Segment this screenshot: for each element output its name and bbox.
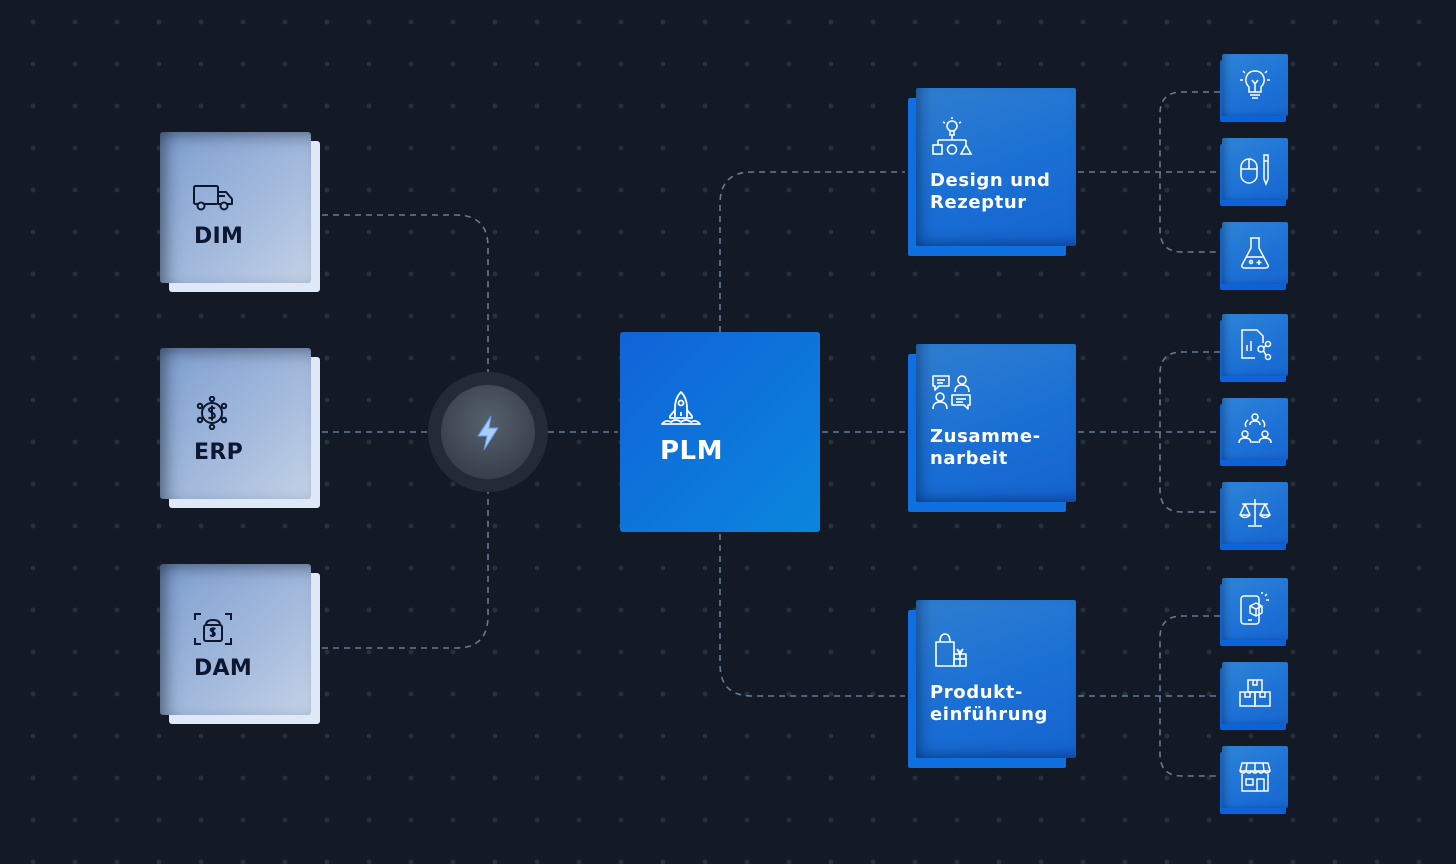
team-cycle-icon xyxy=(1238,413,1272,444)
storefront-icon xyxy=(1239,762,1271,792)
connector-plm-launch xyxy=(719,534,905,697)
tile-mouse-pen xyxy=(1220,138,1288,206)
source-label-dim: DIM xyxy=(194,224,244,249)
dollar-network-icon xyxy=(196,396,228,430)
money-bag-scan-icon xyxy=(194,613,232,645)
feature-label-launch-line1: Produkt- xyxy=(930,682,1023,703)
mobile-package-icon xyxy=(1240,592,1269,625)
source-label-dam: DAM xyxy=(194,656,253,681)
balance-scale-icon xyxy=(1239,499,1271,527)
source-label-erp: ERP xyxy=(194,440,243,465)
rocket-launch-icon xyxy=(661,391,701,425)
connector-plm-design xyxy=(719,171,905,332)
tile-storefront xyxy=(1220,746,1288,814)
tile-document-share xyxy=(1220,314,1288,382)
tile-lab-flask xyxy=(1220,222,1288,290)
feature-card-launch: Produkt- einführung xyxy=(908,600,1076,768)
tile-stacked-boxes xyxy=(1220,662,1288,730)
feature-label-launch-line2: einführung xyxy=(930,704,1049,725)
feature-card-collaboration: Zusamme- narbeit xyxy=(908,344,1076,512)
feature-card-design: Design und Rezeptur xyxy=(908,88,1076,256)
delivery-truck-icon xyxy=(193,185,233,211)
feature-label-design-line1: Design und xyxy=(930,170,1051,191)
connector-dam-hub xyxy=(322,492,489,649)
lightbulb-icon xyxy=(1240,70,1270,99)
document-share-icon xyxy=(1241,329,1272,361)
source-card-dam: DAM xyxy=(160,564,320,724)
shopping-bag-gift-icon xyxy=(935,633,967,667)
integration-hub xyxy=(428,372,548,492)
lab-flask-icon xyxy=(1241,237,1269,269)
team-chat-icon xyxy=(932,375,971,410)
feature-label-collaboration-line2: narbeit xyxy=(930,448,1008,469)
plm-label: PLM xyxy=(660,436,723,466)
tile-balance-scale xyxy=(1220,482,1288,550)
plm-card: PLM xyxy=(620,332,820,532)
tile-team-cycle xyxy=(1220,398,1288,466)
feature-label-design-line2: Rezeptur xyxy=(930,192,1027,213)
connector-dim-hub xyxy=(322,214,489,372)
mouse-pen-icon xyxy=(1240,154,1269,187)
idea-shapes-icon xyxy=(932,117,973,155)
tile-mobile-package xyxy=(1220,578,1288,646)
stacked-boxes-icon xyxy=(1239,679,1271,707)
source-card-erp: ERP xyxy=(160,348,320,508)
lightning-bolt-icon xyxy=(477,415,499,451)
feature-label-collaboration-line1: Zusamme- xyxy=(930,426,1041,447)
source-card-dim: DIM xyxy=(160,132,320,292)
tile-lightbulb xyxy=(1220,54,1288,122)
